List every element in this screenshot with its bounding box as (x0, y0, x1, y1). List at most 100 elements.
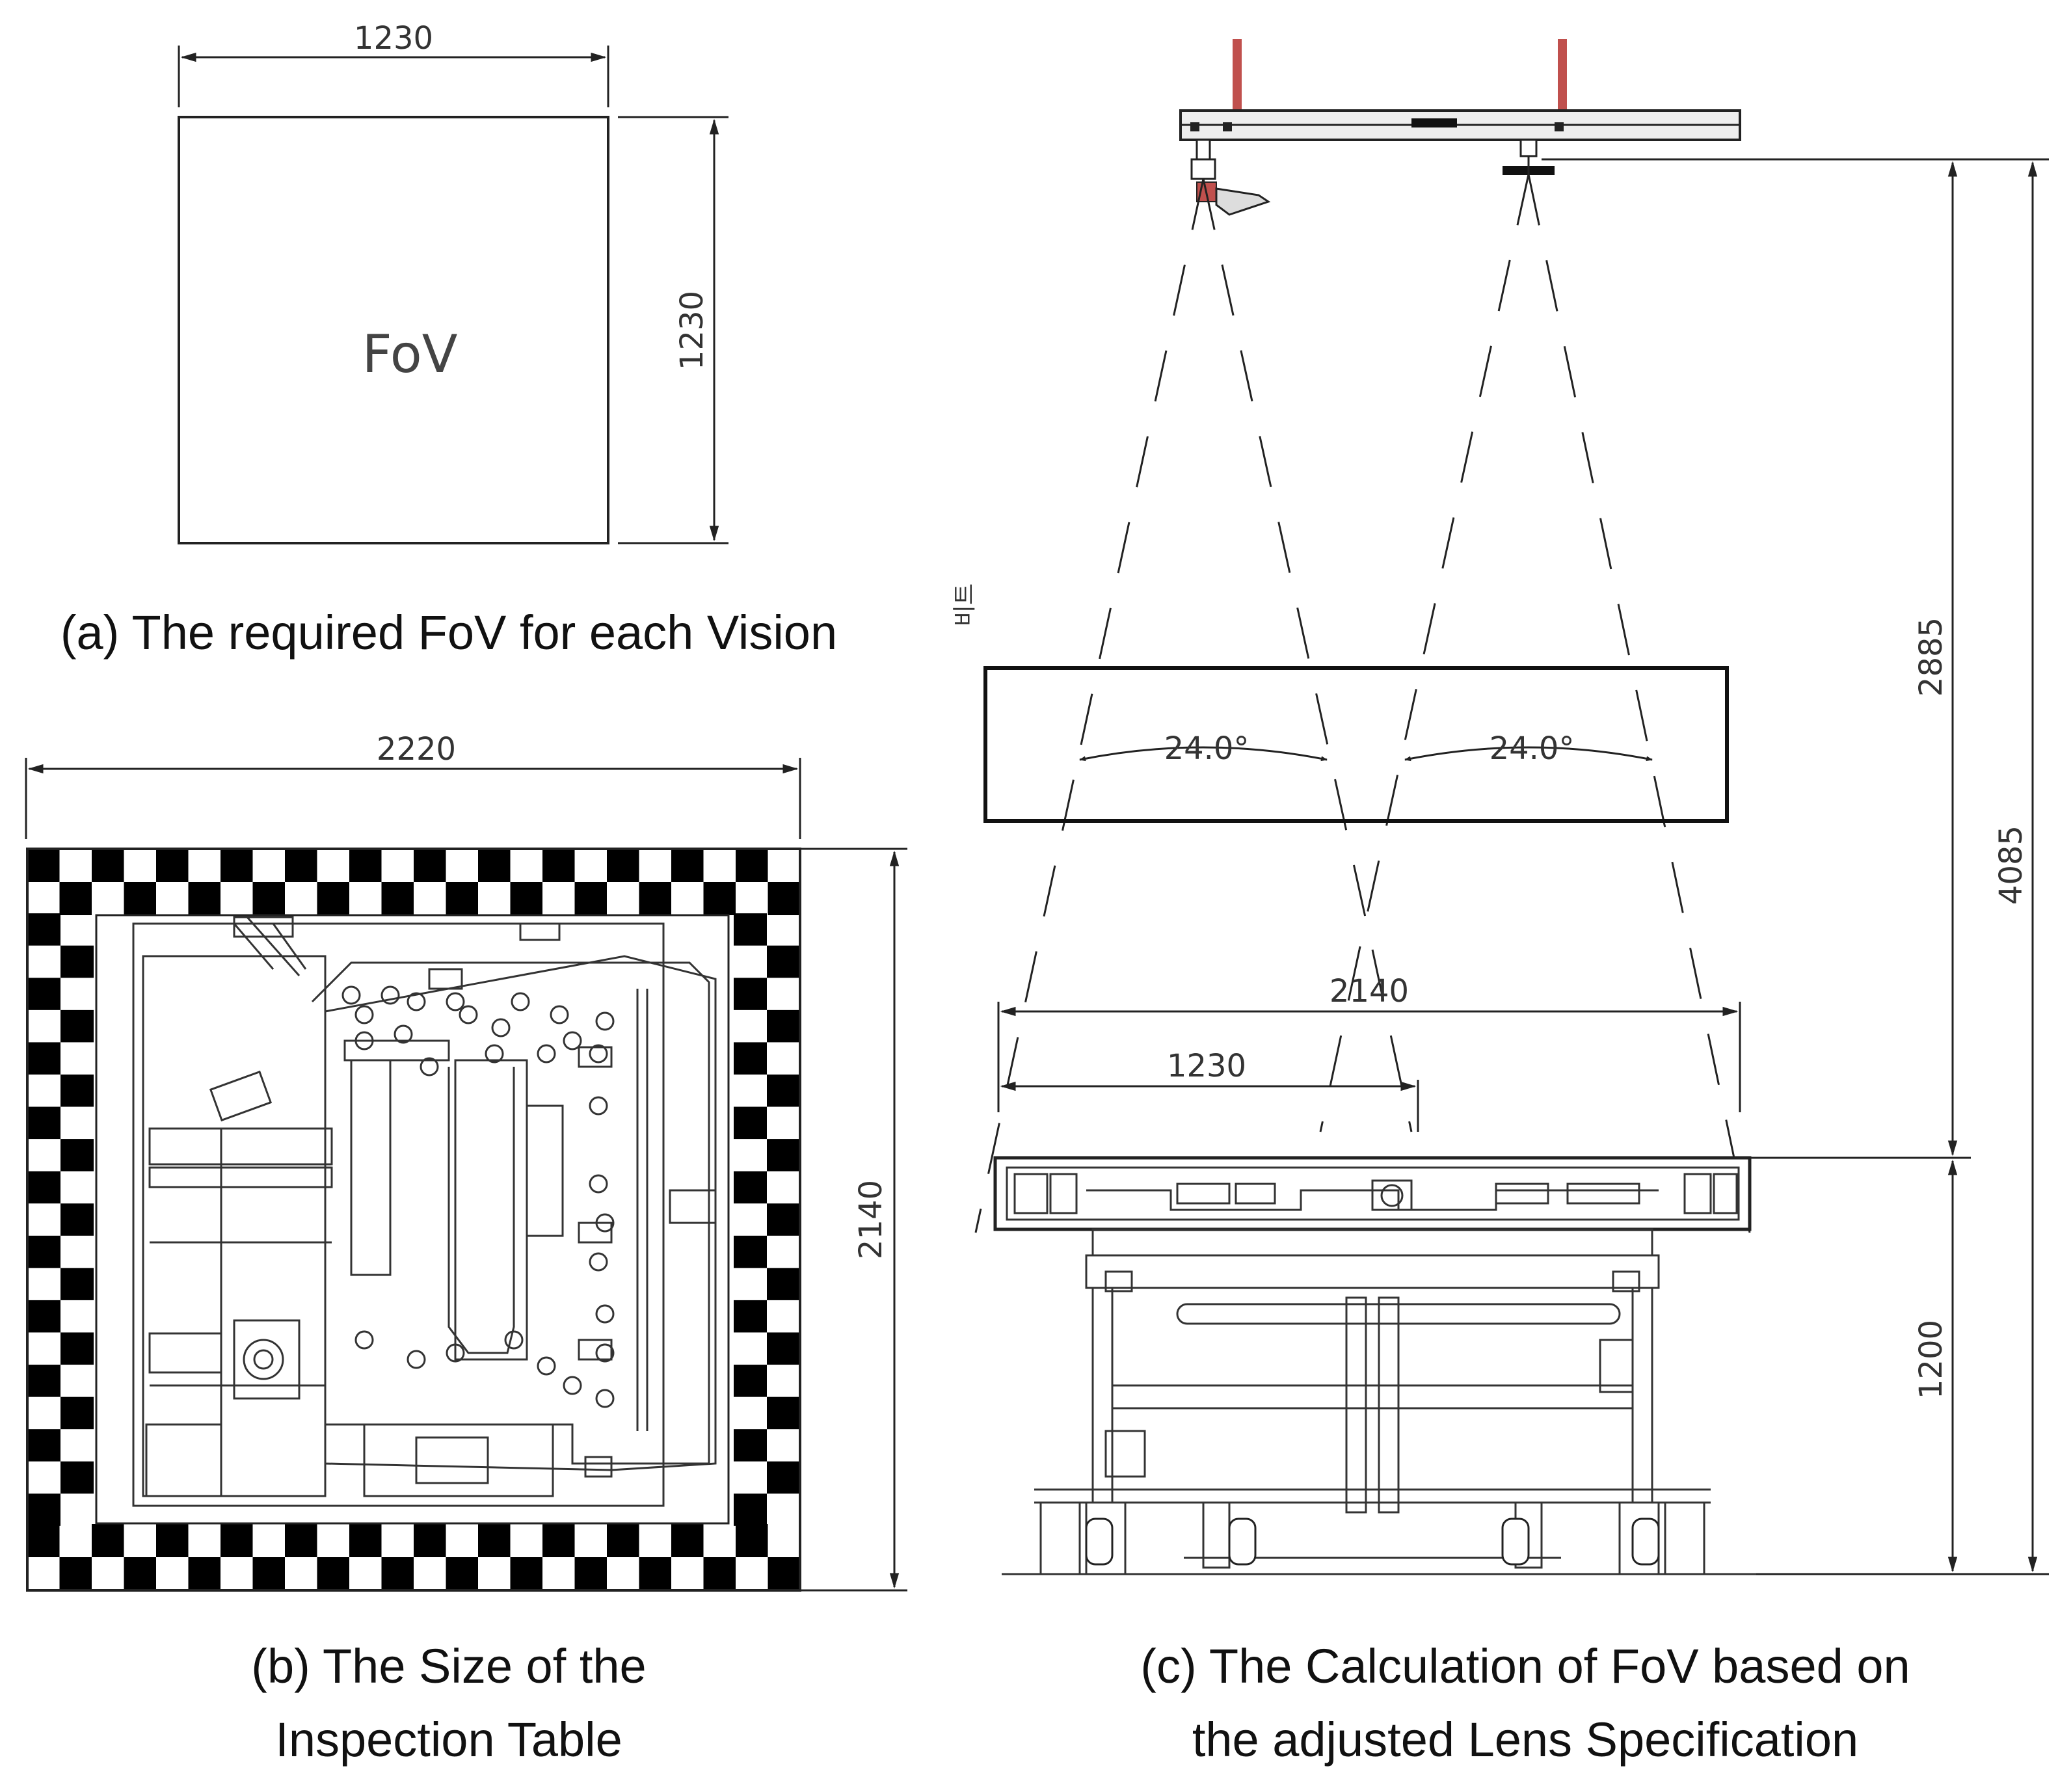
checker-square (734, 1106, 767, 1140)
checker-square (317, 1557, 349, 1590)
checker-square (767, 1461, 800, 1494)
panel-b-caption-line2: Inspection Table (275, 1713, 622, 1767)
table-width-dim: 2220 (377, 731, 456, 768)
checker-square (27, 1524, 60, 1557)
checker-square (92, 1524, 124, 1557)
checker-square (639, 1557, 671, 1590)
checker-square (734, 1171, 767, 1204)
panel-a: 1230 1230 FoV (a) The required FoV for e… (60, 20, 837, 660)
fov-height-dim: 1230 (674, 291, 710, 370)
checker-square (542, 1524, 575, 1557)
checker-square (124, 882, 156, 915)
checker-square (414, 849, 446, 882)
checkerboard-border (27, 849, 800, 1590)
checker-square (188, 882, 220, 915)
panel-b: 2220 2140 (25, 731, 907, 1767)
checker-square (703, 882, 736, 915)
height-4085-dim: 4085 (1993, 825, 2029, 905)
checker-square (27, 1106, 60, 1140)
checker-square (60, 1203, 94, 1236)
camera-right (1503, 139, 1555, 175)
checker-square (734, 1042, 767, 1075)
height-1200-dim: 1200 (1913, 1320, 1949, 1399)
checker-square (671, 849, 704, 882)
checker-square (188, 1557, 220, 1590)
inspection-table-plan (132, 916, 717, 1507)
checker-square (27, 849, 60, 882)
checker-square (510, 882, 542, 915)
checker-square (349, 849, 382, 882)
caster-wheel (1228, 1518, 1257, 1566)
checker-square (767, 945, 800, 978)
checker-square (639, 882, 671, 915)
checker-square (478, 1524, 511, 1557)
fixture-pin (354, 1005, 374, 1024)
caster-wheel (1501, 1518, 1530, 1566)
fixture-pin (354, 1330, 374, 1350)
checker-square (92, 849, 124, 882)
checker-square (734, 978, 767, 1010)
checker-square (414, 1524, 446, 1557)
fixture-pins (341, 985, 615, 1408)
caster-wheel (1085, 1518, 1114, 1566)
checker-square (60, 1397, 94, 1430)
caster-wheel (1631, 1518, 1660, 1566)
checker-square (381, 1557, 414, 1590)
checker-square (60, 1074, 94, 1107)
checker-square (349, 1524, 382, 1557)
angle-box (983, 666, 1729, 823)
checker-square (27, 1171, 60, 1204)
checker-square (59, 1557, 92, 1590)
angle-left-label: 24.0° (1164, 730, 1250, 767)
fov-width-dim: 1230 (354, 20, 433, 57)
checker-square (60, 1139, 94, 1171)
checker-square (252, 1557, 285, 1590)
checker-square (252, 882, 285, 915)
checker-square (27, 1042, 60, 1075)
checker-square (27, 1493, 60, 1526)
fixture-pin (537, 1356, 556, 1376)
panel-b-caption-line1: (b) The Size of the (251, 1639, 646, 1693)
checker-square (607, 849, 639, 882)
checker-square (767, 1010, 800, 1043)
fixture-pin (550, 1005, 569, 1024)
fixture-pin (354, 1031, 374, 1050)
fixture-pin (589, 1096, 608, 1116)
checker-square (220, 1524, 253, 1557)
checker-square (734, 1365, 767, 1397)
camera-left (1190, 139, 1271, 216)
checker-square (607, 1524, 639, 1557)
checker-square (124, 1557, 156, 1590)
lens-cone-right (1358, 174, 1751, 1233)
fixture-pin (537, 1044, 556, 1063)
fixture-pin (511, 992, 530, 1011)
checker-square (446, 1557, 478, 1590)
fov-single-dim: 1230 (1167, 1048, 1246, 1084)
fixture-pin (485, 1044, 504, 1063)
checker-square (60, 1461, 94, 1494)
checker-square (60, 945, 94, 978)
checker-square (768, 1557, 800, 1590)
checker-square (478, 849, 511, 882)
checker-square (27, 978, 60, 1010)
checker-square (734, 1429, 767, 1462)
checker-square (220, 849, 253, 882)
fixture-pin (595, 1304, 615, 1324)
checker-square (768, 882, 800, 915)
checker-square (510, 1557, 542, 1590)
checker-square (156, 1524, 189, 1557)
fixture-pin (491, 1018, 511, 1037)
inspection-table-side-view (993, 1156, 1756, 1575)
fixture-pin (381, 985, 400, 1005)
checker-square (734, 913, 767, 946)
fixture-pin (407, 992, 426, 1011)
checker-square (27, 1429, 60, 1462)
angle-right-label: 24.0° (1490, 730, 1575, 767)
panel-c-caption-line1: (c) The Calculation of FoV based on (1140, 1639, 1910, 1693)
fov-sum-dim: 2140 (1330, 973, 1409, 1010)
checker-square (736, 849, 768, 882)
camera-rail (1179, 39, 1741, 141)
checker-square (767, 1139, 800, 1171)
checker-square (285, 1524, 317, 1557)
table-height-dim: 2140 (853, 1180, 889, 1259)
